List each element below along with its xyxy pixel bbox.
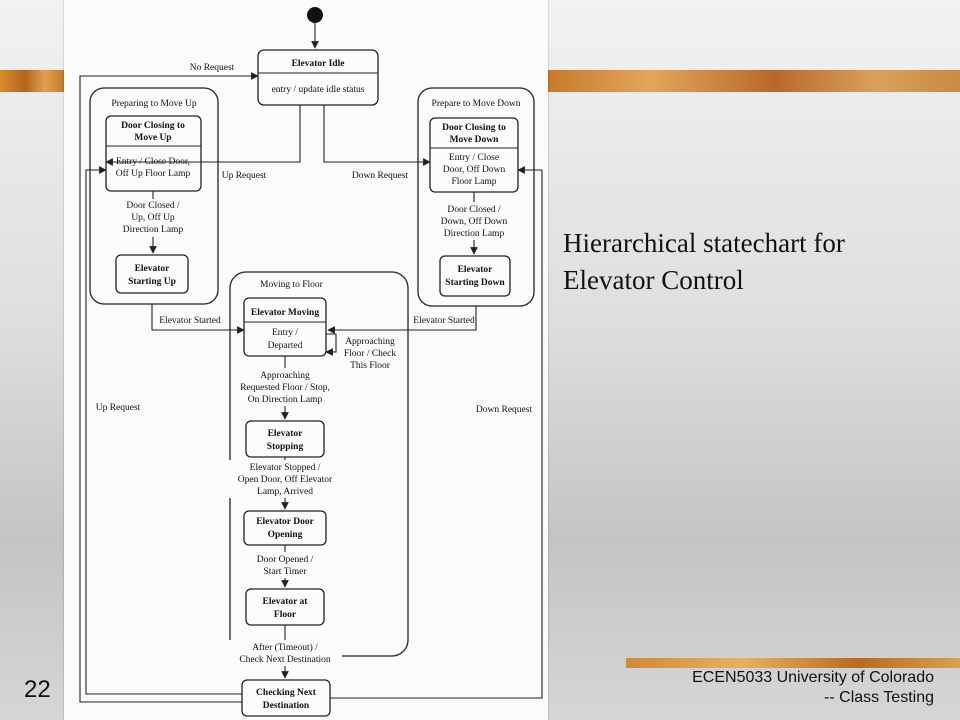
state-elevator-moving: Elevator Moving Entry / Departed bbox=[243, 297, 327, 357]
composite-up-title: Preparing to Move Up bbox=[111, 99, 196, 109]
stopping-title-2: Stopping bbox=[267, 442, 304, 452]
right-accent-bar bbox=[548, 70, 960, 92]
caption-line-2: Elevator Control bbox=[563, 265, 744, 295]
composite-moving-title: Moving to Floor bbox=[260, 280, 324, 290]
timeout-2: Check Next Destination bbox=[239, 655, 331, 665]
footer-accent-bar bbox=[626, 658, 960, 668]
label-door-opened: Door Opened / Start Timer bbox=[244, 552, 326, 578]
transition-up-request bbox=[105, 105, 301, 166]
door-down-title-2: Move Down bbox=[450, 135, 500, 145]
label-started-right: Elevator Started bbox=[413, 316, 475, 326]
door-up-title-1: Door Closing to bbox=[121, 121, 185, 131]
at-floor-title-1: Elevator at bbox=[263, 597, 309, 607]
statechart-diagram: Elevator Idle entry / update idle status… bbox=[79, 7, 543, 717]
stopped-1: Elevator Stopped / bbox=[250, 463, 321, 473]
down-inner-line-1: Door Closed / bbox=[447, 205, 501, 215]
door-up-action-2: Off Up Floor Lamp bbox=[116, 168, 191, 179]
opened-1: Door Opened / bbox=[257, 555, 314, 565]
state-door-closing-up: Door Closing to Move Up Entry / Close Do… bbox=[105, 115, 202, 192]
state-elevator-stopping: Elevator Stopping bbox=[245, 420, 325, 458]
statechart-scan: Elevator Idle entry / update idle status… bbox=[64, 0, 548, 720]
start-down-title-1: Elevator bbox=[458, 265, 494, 275]
stopping-title-1: Elevator bbox=[268, 429, 304, 439]
state-door-closing-down: Door Closing to Move Down Entry / Close … bbox=[429, 117, 519, 193]
approaching-req-3: On Direction Lamp bbox=[248, 395, 323, 405]
approaching-req-1: Approaching bbox=[260, 371, 310, 381]
door-open-title-1: Elevator Door bbox=[256, 517, 314, 527]
transition-up-request-outer bbox=[85, 166, 242, 695]
idle-action: entry / update idle status bbox=[272, 85, 365, 95]
start-up-title-1: Elevator bbox=[135, 264, 171, 274]
moving-action-1: Entry / bbox=[272, 328, 298, 338]
footer-line-1: ECEN5033 University of Colorado bbox=[692, 669, 934, 686]
at-floor-title-2: Floor bbox=[274, 610, 297, 620]
slide-caption: Hierarchical statechart for Elevator Con… bbox=[563, 225, 953, 299]
up-inner-line-3: Direction Lamp bbox=[123, 225, 184, 235]
footer-line-2: -- Class Testing bbox=[824, 689, 934, 706]
state-elevator-at-floor: Elevator at Floor bbox=[245, 588, 325, 626]
door-down-action-2: Door, Off Down bbox=[443, 164, 506, 175]
composite-preparing-up: Preparing to Move Up bbox=[89, 87, 219, 305]
stopped-3: Lamp, Arrived bbox=[257, 487, 313, 497]
door-up-title-2: Move Up bbox=[134, 133, 171, 143]
state-starting-down: Elevator Starting Down bbox=[439, 255, 511, 297]
slide-footer: ECEN5033 University of Colorado -- Class… bbox=[692, 668, 934, 708]
transition-down-request bbox=[323, 105, 431, 166]
label-approaching-requested: Approaching Requested Floor / Stop, On D… bbox=[232, 368, 338, 406]
moving-title: Elevator Moving bbox=[251, 308, 319, 318]
transition-no-request bbox=[79, 72, 259, 703]
checking-title-2: Destination bbox=[263, 701, 310, 711]
approaching-req-2: Requested Floor / Stop, bbox=[240, 383, 330, 393]
label-door-closed-down: Door Closed / Down, Off Down Direction L… bbox=[426, 202, 522, 240]
door-open-title-2: Opening bbox=[268, 530, 303, 540]
start-up-title-2: Starting Up bbox=[128, 277, 176, 287]
idle-title: Elevator Idle bbox=[292, 59, 345, 69]
slide-number: 22 bbox=[24, 676, 51, 703]
timeout-1: After (Timeout) / bbox=[252, 642, 318, 653]
label-no-request: No Request bbox=[190, 63, 235, 73]
state-elevator-idle: Elevator Idle entry / update idle status bbox=[257, 49, 379, 106]
up-inner-line-2: Up, Off Up bbox=[131, 212, 175, 223]
approaching-self-1: Approaching bbox=[345, 337, 395, 347]
label-timeout: After (Timeout) / Check Next Destination bbox=[228, 640, 342, 666]
door-down-action-3: Floor Lamp bbox=[451, 177, 496, 187]
approaching-self-2: Floor / Check bbox=[344, 349, 396, 359]
checking-title-1: Checking Next bbox=[256, 688, 317, 698]
opened-2: Start Timer bbox=[263, 567, 307, 577]
down-inner-line-3: Direction Lamp bbox=[444, 229, 505, 239]
transition-down-request-outer bbox=[330, 166, 543, 699]
label-elevator-stopped: Elevator Stopped / Open Door, Off Elevat… bbox=[228, 460, 342, 498]
label-down-request-outer: Down Request bbox=[476, 405, 533, 415]
state-door-opening: Elevator Door Opening bbox=[243, 510, 327, 546]
stopped-2: Open Door, Off Elevator bbox=[238, 474, 333, 485]
left-accent-bar bbox=[0, 70, 64, 92]
approaching-self-3: This Floor bbox=[350, 361, 391, 371]
state-starting-up: Elevator Starting Up bbox=[115, 254, 189, 294]
transition-started-down bbox=[327, 306, 477, 334]
transition-started-up bbox=[151, 304, 245, 334]
initial-state-dot bbox=[307, 7, 323, 23]
label-up-request: Up Request bbox=[222, 171, 267, 181]
up-inner-line-1: Door Closed / bbox=[126, 201, 180, 211]
label-up-request-outer: Up Request bbox=[96, 403, 141, 413]
door-down-action-1: Entry / Close bbox=[449, 153, 499, 163]
label-down-request: Down Request bbox=[352, 171, 409, 181]
label-approaching-self: Approaching Floor / Check This Floor bbox=[344, 337, 396, 371]
transition-approaching-self-loop bbox=[325, 333, 337, 356]
caption-line-1: Hierarchical statechart for bbox=[563, 228, 845, 258]
composite-down-title: Prepare to Move Down bbox=[432, 99, 521, 109]
down-inner-line-2: Down, Off Down bbox=[441, 216, 508, 227]
moving-action-2: Departed bbox=[268, 341, 303, 351]
state-checking-next-destination: Checking Next Destination bbox=[241, 679, 331, 717]
door-down-title-1: Door Closing to bbox=[442, 123, 506, 133]
start-down-title-2: Starting Down bbox=[445, 278, 505, 288]
label-door-closed-up: Door Closed / Up, Off Up Direction Lamp bbox=[104, 199, 202, 237]
label-started-left: Elevator Started bbox=[159, 316, 221, 326]
